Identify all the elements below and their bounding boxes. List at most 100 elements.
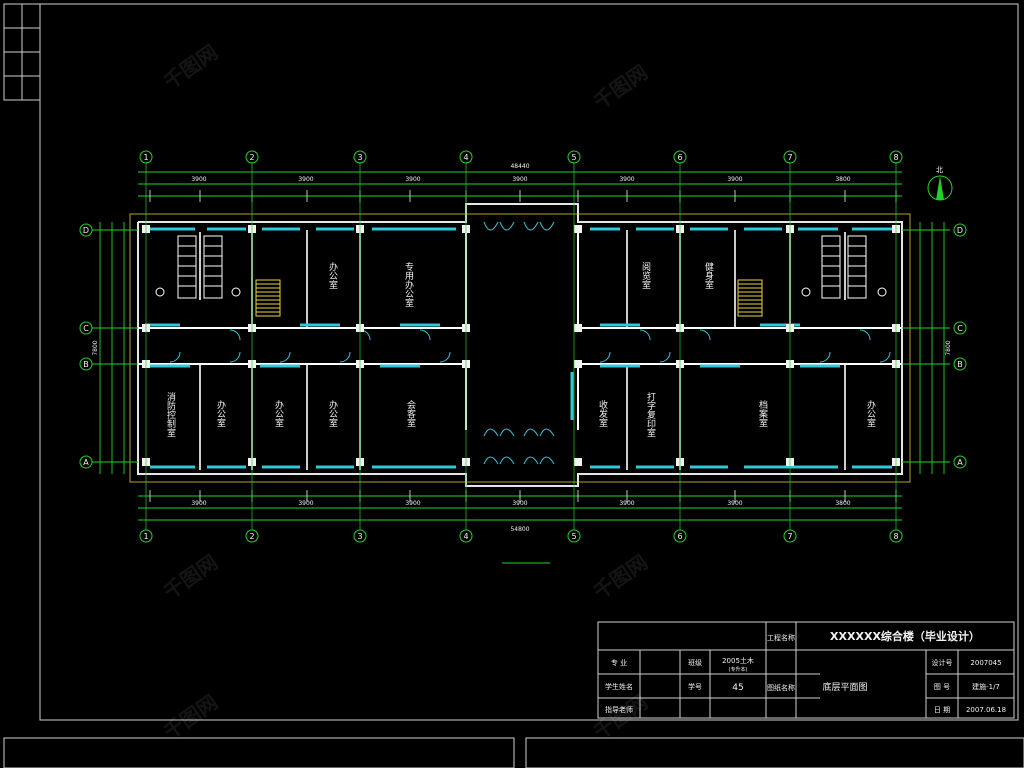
room-label-lab-bottom: 消防控制室 <box>165 391 176 437</box>
tick-marks <box>149 190 897 502</box>
axis-bubble-left-label: A <box>83 458 89 467</box>
bay-dim-bottom: 3900 <box>298 500 313 507</box>
axis-bubble-bottom: 7 <box>783 529 797 543</box>
room-label-office-top-1: 办公室 <box>327 261 338 289</box>
door-swings <box>169 221 891 465</box>
date-value: 2007.06.18 <box>966 706 1006 714</box>
bay-dim-bottom: 3900 <box>619 500 634 507</box>
axis-bubble-top: 8 <box>889 150 903 164</box>
class-label: 班级 <box>688 658 702 667</box>
bay-dim-top: 3900 <box>727 176 742 183</box>
bay-dim-bottom: 3900 <box>512 500 527 507</box>
right-total-dim: 7800 <box>945 340 952 355</box>
axis-bubble-bottom-label: 2 <box>249 532 254 541</box>
axis-bubble-bottom-label: 1 <box>143 532 148 541</box>
axis-bubble-top-label: 6 <box>677 153 682 162</box>
axis-bubbles-bottom: 1 2 3 4 5 6 7 8 <box>139 529 903 543</box>
axis-bubble-left: B <box>79 357 93 371</box>
design-no-label: 设计号 <box>932 658 953 667</box>
toilet-fixtures-right <box>801 235 887 299</box>
room-label-office-top-2: 专用办公室 <box>403 261 414 307</box>
total-dim-bottom: 54800 <box>510 526 529 533</box>
bay-dim-bottom: 3900 <box>191 500 206 507</box>
room-label-office-b3: 办公室 <box>327 399 338 427</box>
axis-bubble-left-label: C <box>83 324 89 333</box>
axis-bubble-top: 7 <box>783 150 797 164</box>
sheet-label: 图 号 <box>934 683 950 691</box>
stair-left <box>255 279 281 317</box>
room-label-pantry-b: 收发室 <box>597 399 608 427</box>
axis-bubble-left-label: D <box>83 226 89 235</box>
class-sub: (专升本) <box>729 666 748 673</box>
room-label-gym-top: 健身室 <box>703 261 714 289</box>
axis-bubble-bottom: 2 <box>245 529 259 543</box>
north-label: 北 <box>936 166 943 174</box>
columns <box>142 225 900 466</box>
axis-bubble-right: C <box>953 321 967 335</box>
date-label: 日 期 <box>934 706 950 714</box>
left-total-dim: 7800 <box>92 340 99 355</box>
axis-bubble-top-label: 8 <box>893 153 898 162</box>
toilet-fixtures-left <box>155 235 241 299</box>
axis-bubble-bottom: 4 <box>459 529 473 543</box>
total-dim-top: 48440 <box>510 163 529 170</box>
axis-bubble-right: A <box>953 455 967 469</box>
axis-bubble-bottom-label: 5 <box>571 532 576 541</box>
major-label: 专 业 <box>611 658 627 667</box>
number-value: 45 <box>732 683 743 693</box>
room-label-meeting-b: 会客室 <box>405 399 416 427</box>
axis-bubble-bottom-label: 3 <box>357 532 362 541</box>
room-label-typing-b: 打字复印室 <box>645 391 656 437</box>
axis-bubble-right-label: B <box>957 360 963 369</box>
axis-bubble-bottom: 5 <box>567 529 581 543</box>
axis-bubble-right: D <box>953 223 967 237</box>
axis-bubble-bottom: 8 <box>889 529 903 543</box>
room-label-office-b1: 办公室 <box>215 399 226 427</box>
number-label: 学号 <box>688 682 702 691</box>
advisor-label: 指导老师 <box>605 705 633 714</box>
axis-bubble-top: 1 <box>139 150 153 164</box>
room-labels: 办公室专用办公室阅览室健身室消防控制室办公室办公室办公室会客室收发室打字复印室档… <box>165 261 876 437</box>
axis-bubble-right: B <box>953 357 967 371</box>
bay-dim-bottom: 3800 <box>835 500 850 507</box>
axis-bubble-top: 3 <box>353 150 367 164</box>
watermark-logo: 千图网 <box>589 60 652 114</box>
project-name: XXXXXX综合楼（毕业设计） <box>830 629 980 643</box>
axis-bubble-top-label: 7 <box>787 153 792 162</box>
exterior-thin-line <box>129 213 911 483</box>
axis-bubble-top-label: 1 <box>143 153 148 162</box>
axis-bubble-left: C <box>79 321 93 335</box>
watermark-logo: 千图网 <box>589 550 652 604</box>
watermark-logo: 千图网 <box>159 40 222 94</box>
room-label-archive-b: 档案室 <box>757 399 768 427</box>
axis-bubble-right-label: A <box>957 458 963 467</box>
bay-dim-top: 3900 <box>619 176 634 183</box>
sheet-frame <box>3 3 1024 768</box>
design-no-value: 2007045 <box>970 659 1001 667</box>
bay-dim-top: 3900 <box>405 176 420 183</box>
axis-bubble-top: 4 <box>459 150 473 164</box>
axis-bubble-top-label: 2 <box>249 153 254 162</box>
axis-bubble-bottom-label: 8 <box>893 532 898 541</box>
north-arrow-icon: 北 <box>927 166 953 201</box>
axis-lines <box>145 162 897 530</box>
title-block: 工程名称 XXXXXX综合楼（毕业设计） 专 业 班级 2005土木 (专升本)… <box>597 621 1015 719</box>
sheet-value: 建施-1/7 <box>972 682 1000 691</box>
bay-dim-top: 3900 <box>512 176 527 183</box>
watermark-logo: 千图网 <box>159 550 222 604</box>
axis-bubble-top: 5 <box>567 150 581 164</box>
axis-bubble-bottom-label: 7 <box>787 532 792 541</box>
axis-bubble-left: D <box>79 223 93 237</box>
windows <box>145 227 892 469</box>
watermark-logo: 千图网 <box>159 690 222 744</box>
axis-bubble-bottom-label: 6 <box>677 532 682 541</box>
axis-bubble-bottom: 3 <box>353 529 367 543</box>
axis-bubble-left: A <box>79 455 93 469</box>
bay-dim-top: 3800 <box>835 176 850 183</box>
axis-bubble-bottom: 1 <box>139 529 153 543</box>
class-value: 2005土木 <box>722 656 754 665</box>
